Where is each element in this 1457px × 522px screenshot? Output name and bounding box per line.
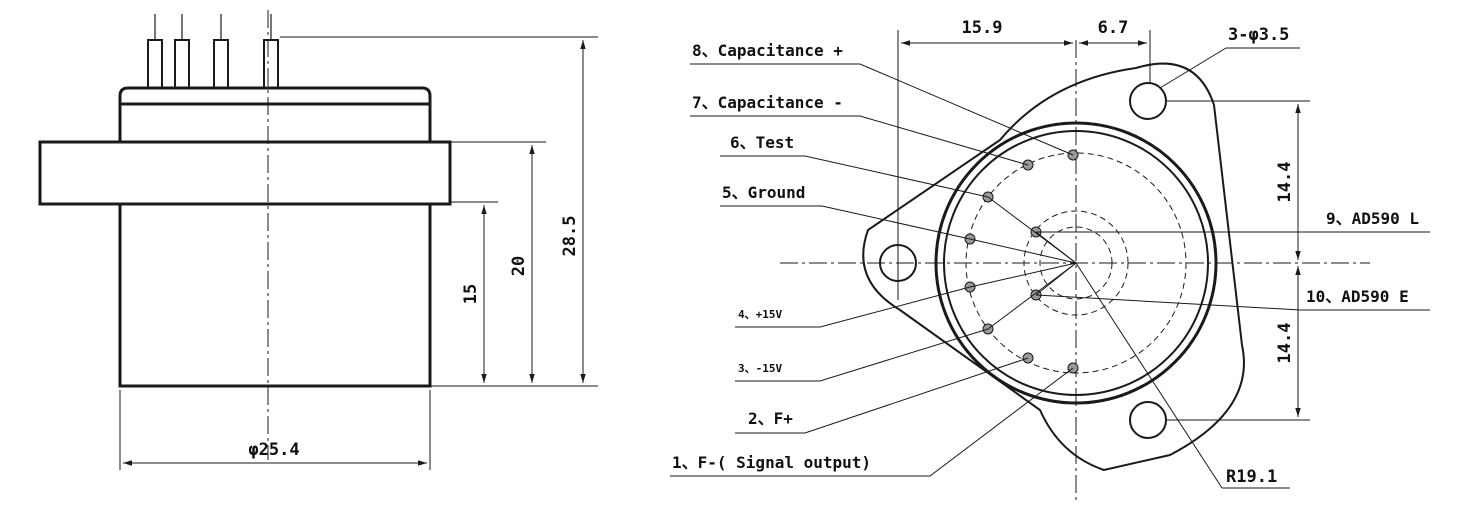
pin-label-8: 8、Capacitance +: [692, 41, 843, 60]
header-cap: [118, 86, 432, 106]
pin-label-5: 5、Ground: [722, 183, 805, 202]
connector-pins: [964, 149, 1079, 374]
lower-body: [118, 202, 432, 388]
pin-label-3: 3、-15V: [738, 362, 782, 375]
dim-height-body: 15: [461, 284, 481, 304]
dim-height-total: 28.5: [560, 216, 580, 257]
side-pins: [147, 14, 279, 89]
dim-right: 6.7: [1098, 18, 1129, 38]
pin-leaders: [670, 63, 1430, 477]
upper-body: [118, 102, 432, 144]
pin-label-4: 4、+15V: [738, 308, 782, 321]
pin-label-1: 1、F-( Signal output): [672, 453, 871, 472]
dim-upper: 14.4: [1275, 162, 1295, 203]
pin-label-9: 9、AD590 L: [1326, 209, 1419, 228]
flange: [38, 140, 452, 206]
hole-spec: 3-φ3.5: [1228, 25, 1289, 45]
dim-diameter: φ25.4: [248, 440, 299, 460]
side-view: 28.5 20 15 φ25.4: [38, 10, 598, 470]
radius-label: R19.1: [1226, 467, 1277, 487]
dim-lower: 14.4: [1275, 323, 1295, 364]
dim-height-flange: 20: [509, 256, 529, 276]
pin-label-7: 7、Capacitance -: [692, 93, 843, 112]
top-view: 15.9 6.7 3-φ3.5 14.4 14.4 R19.1: [670, 18, 1430, 500]
dim-left: 15.9: [962, 18, 1003, 38]
pin-label-6: 6、Test: [730, 133, 794, 152]
pin-label-2: 2、F+: [748, 409, 793, 428]
pin-label-10: 10、AD590 E: [1306, 287, 1409, 306]
mounting-flange: [862, 62, 1245, 472]
